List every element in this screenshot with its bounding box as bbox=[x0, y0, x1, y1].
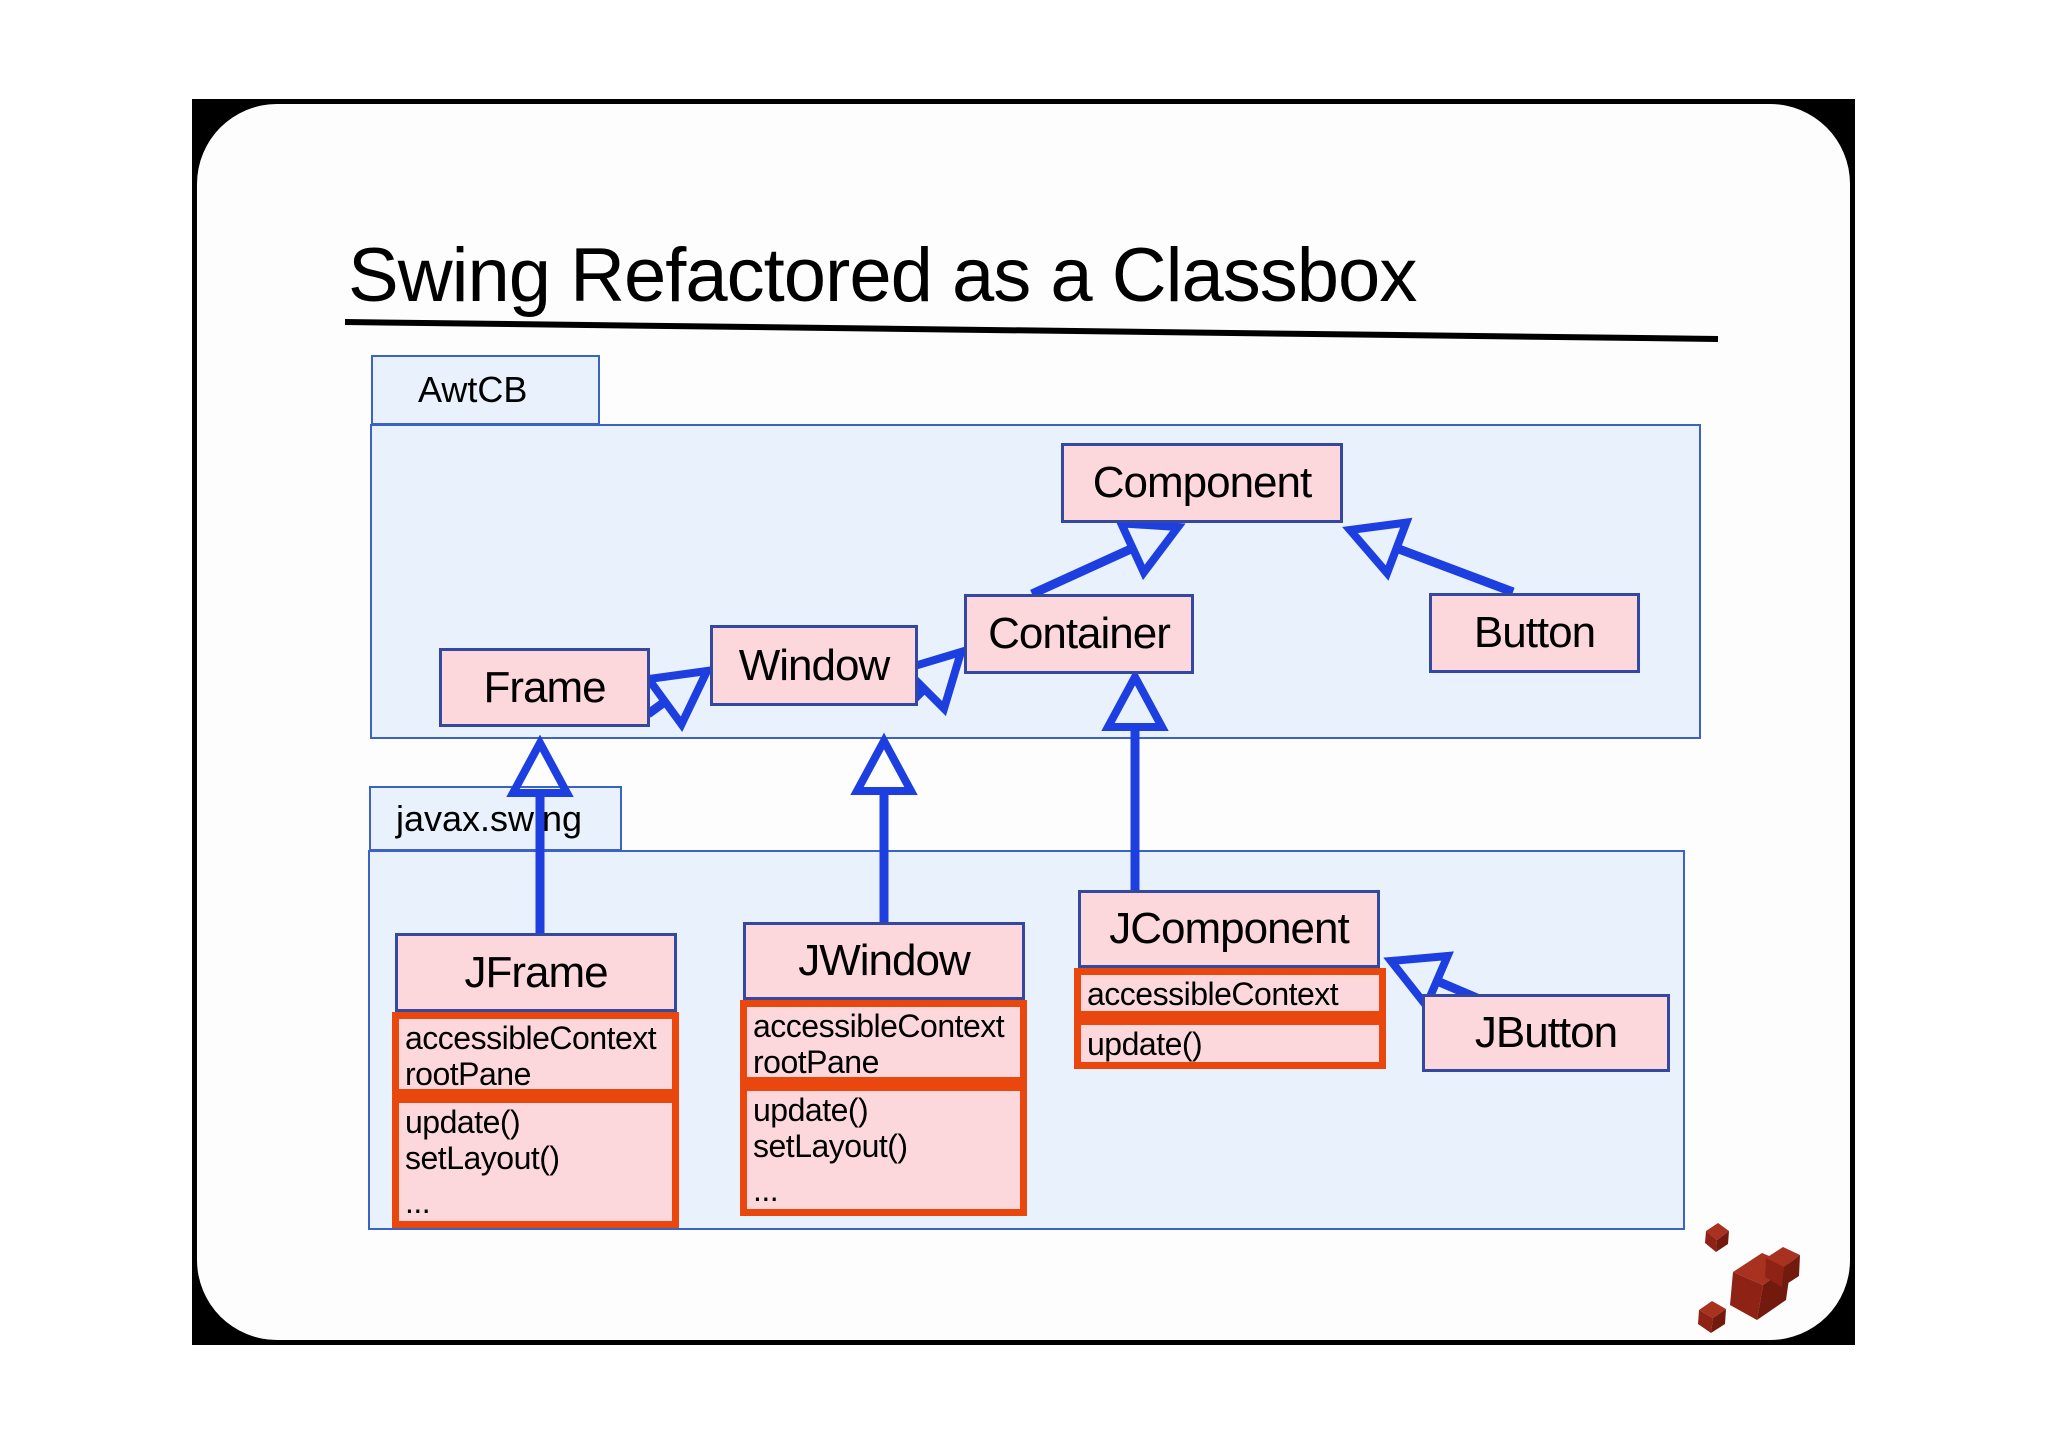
class-name: Window bbox=[738, 640, 890, 690]
inheritance-arrow-jframe-to-frame bbox=[506, 734, 574, 935]
class-name: Component bbox=[1092, 458, 1312, 507]
attribute: rootPane bbox=[405, 1056, 531, 1092]
class-box-component: Component bbox=[1061, 443, 1343, 523]
package-label-awtcb: AwtCB bbox=[418, 369, 528, 410]
class-name: Container bbox=[988, 609, 1171, 658]
jcomponent-attributes-compartment: accessibleContext bbox=[1074, 968, 1386, 1018]
class-name: Frame bbox=[483, 662, 606, 712]
method: update() bbox=[405, 1104, 521, 1140]
class-name: Button bbox=[1473, 608, 1596, 657]
method: update() bbox=[1087, 1026, 1203, 1062]
class-name: JWindow bbox=[798, 936, 970, 985]
attribute: accessibleContext bbox=[753, 1008, 1005, 1044]
class-name: JButton bbox=[1474, 1008, 1618, 1057]
method: update() bbox=[753, 1092, 869, 1128]
slide-title: Swing Refactored as a Classbox bbox=[348, 233, 1417, 318]
class-name: JFrame bbox=[464, 947, 608, 997]
attribute: accessibleContext bbox=[1087, 976, 1339, 1012]
method: setLayout() bbox=[753, 1128, 908, 1164]
method: ... bbox=[753, 1172, 779, 1208]
title-underline bbox=[344, 319, 1719, 342]
jframe-methods-compartment: update() setLayout() ... bbox=[392, 1096, 679, 1228]
class-box-container: Container bbox=[964, 594, 1194, 674]
class-name: JComponent bbox=[1109, 904, 1349, 953]
class-box-jbutton: JButton bbox=[1422, 994, 1670, 1072]
attribute: accessibleContext bbox=[405, 1020, 657, 1056]
inheritance-arrow-container-to-component bbox=[1030, 518, 1186, 599]
class-box-window: Window bbox=[710, 625, 918, 706]
jcomponent-methods-compartment: update() bbox=[1074, 1018, 1386, 1069]
attribute: rootPane bbox=[753, 1044, 879, 1080]
method: setLayout() bbox=[405, 1140, 560, 1176]
class-box-jcomponent: JComponent bbox=[1078, 890, 1380, 968]
class-box-jwindow: JWindow bbox=[743, 922, 1025, 1000]
inheritance-arrow-button-to-component bbox=[1342, 517, 1515, 597]
jwindow-attributes-compartment: accessibleContext rootPane bbox=[740, 1000, 1027, 1084]
class-box-frame: Frame bbox=[439, 648, 650, 727]
inheritance-arrow-jcomponent-to-container bbox=[1101, 668, 1169, 892]
class-box-button: Button bbox=[1429, 593, 1640, 673]
package-label-javax-swing: javax.swing bbox=[396, 797, 583, 839]
jframe-attributes-compartment: accessibleContext rootPane bbox=[392, 1012, 679, 1096]
method: ... bbox=[405, 1184, 431, 1220]
jwindow-methods-compartment: update() setLayout() ... bbox=[740, 1084, 1027, 1216]
inheritance-arrow-frame-to-window bbox=[641, 666, 714, 732]
class-box-jframe: JFrame bbox=[395, 933, 677, 1012]
inheritance-arrow-jwindow-to-window bbox=[850, 732, 918, 924]
